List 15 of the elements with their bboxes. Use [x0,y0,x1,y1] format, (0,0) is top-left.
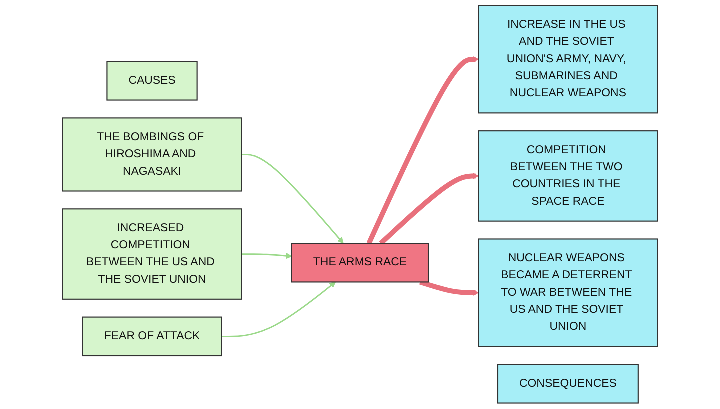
arrow [366,56,479,245]
node-box: COMPETITION BETWEEN THE TWO COUNTRIES IN THE SPACE RACE [478,130,658,222]
arrow [379,173,479,246]
node-box: CAUSES [106,61,198,101]
node-box: CONSEQUENCES [497,364,639,404]
node-box: INCREASE IN THE US AND THE SOVIET UNION'S ARMY, NAVY, SUBMARINES AND NUCLEAR WEAPONS [478,5,658,114]
node-box: THE BOMBINGS OF HIROSHIMA AND NAGASAKI [62,118,242,192]
node-box: THE ARMS RACE [291,243,429,283]
arrow [242,154,344,244]
node-box: INCREASED COMPETITION BETWEEN THE US AND THE SOVIET UNION [62,208,242,300]
arrow [419,280,479,296]
node-box: FEAR OF ATTACK [82,316,222,357]
arrow [221,282,336,338]
arrow [242,252,292,260]
node-box: NUCLEAR WEAPONS BECAME A DETERRENT TO WAR BETWEEN THE US AND THE SOVIET UNION [478,238,658,348]
